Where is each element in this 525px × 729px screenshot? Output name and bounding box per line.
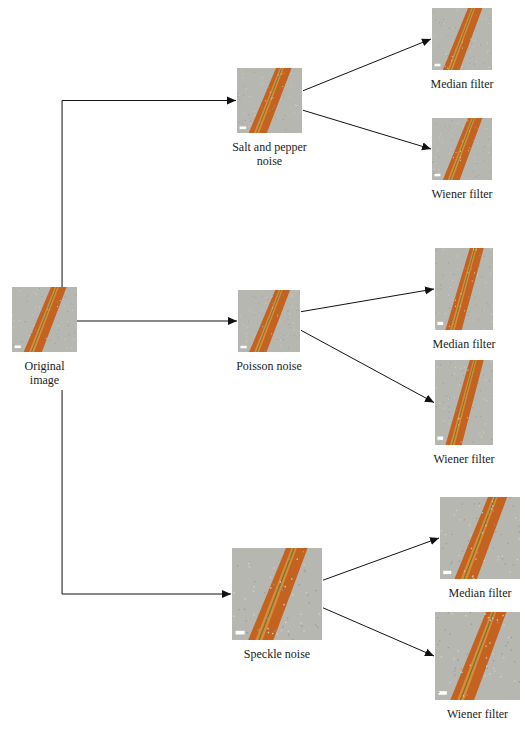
leaf-photo — [432, 8, 492, 70]
arrow-connector — [303, 110, 431, 149]
image-caption: Wiener filter — [438, 707, 518, 721]
leaf-photo — [435, 612, 520, 700]
leaf-photo — [238, 290, 300, 352]
image-node: Salt and pepper noise — [225, 68, 315, 168]
image-node: Wiener filter — [435, 612, 520, 721]
arrow-connector — [323, 538, 439, 580]
leaf-photo — [432, 118, 492, 180]
image-node: Wiener filter — [422, 118, 502, 201]
image-node: Original image — [10, 287, 80, 387]
leaf-photo — [12, 287, 77, 352]
arrow-connector — [62, 101, 236, 288]
arrow-connector — [301, 330, 434, 402]
image-caption: Wiener filter — [424, 452, 504, 466]
image-caption: Poisson noise — [224, 359, 314, 373]
leaf-photo — [237, 68, 302, 133]
image-node: Speckle noise — [232, 548, 322, 661]
image-caption: Speckle noise — [242, 647, 312, 661]
image-node: Wiener filter — [424, 360, 504, 466]
image-node: Poisson noise — [224, 290, 314, 373]
arrow-connector — [77, 321, 237, 322]
leaf-photo — [435, 248, 493, 330]
image-caption: Wiener filter — [422, 187, 502, 201]
leaf-photo — [435, 360, 493, 445]
arrow-connector — [303, 39, 431, 91]
image-caption: Median filter — [442, 586, 518, 600]
image-node: Median filter — [424, 248, 504, 351]
arrow-connector — [323, 608, 434, 656]
image-node: Median filter — [440, 497, 520, 600]
leaf-photo — [232, 548, 322, 640]
arrow-connector — [62, 390, 231, 594]
arrow-connector — [301, 289, 434, 312]
image-caption: Median filter — [422, 77, 502, 91]
image-node: Median filter — [422, 8, 502, 91]
image-caption: Original image — [10, 359, 80, 387]
leaf-photo — [440, 497, 520, 579]
image-caption: Median filter — [424, 337, 504, 351]
image-caption: Salt and pepper noise — [225, 140, 315, 168]
